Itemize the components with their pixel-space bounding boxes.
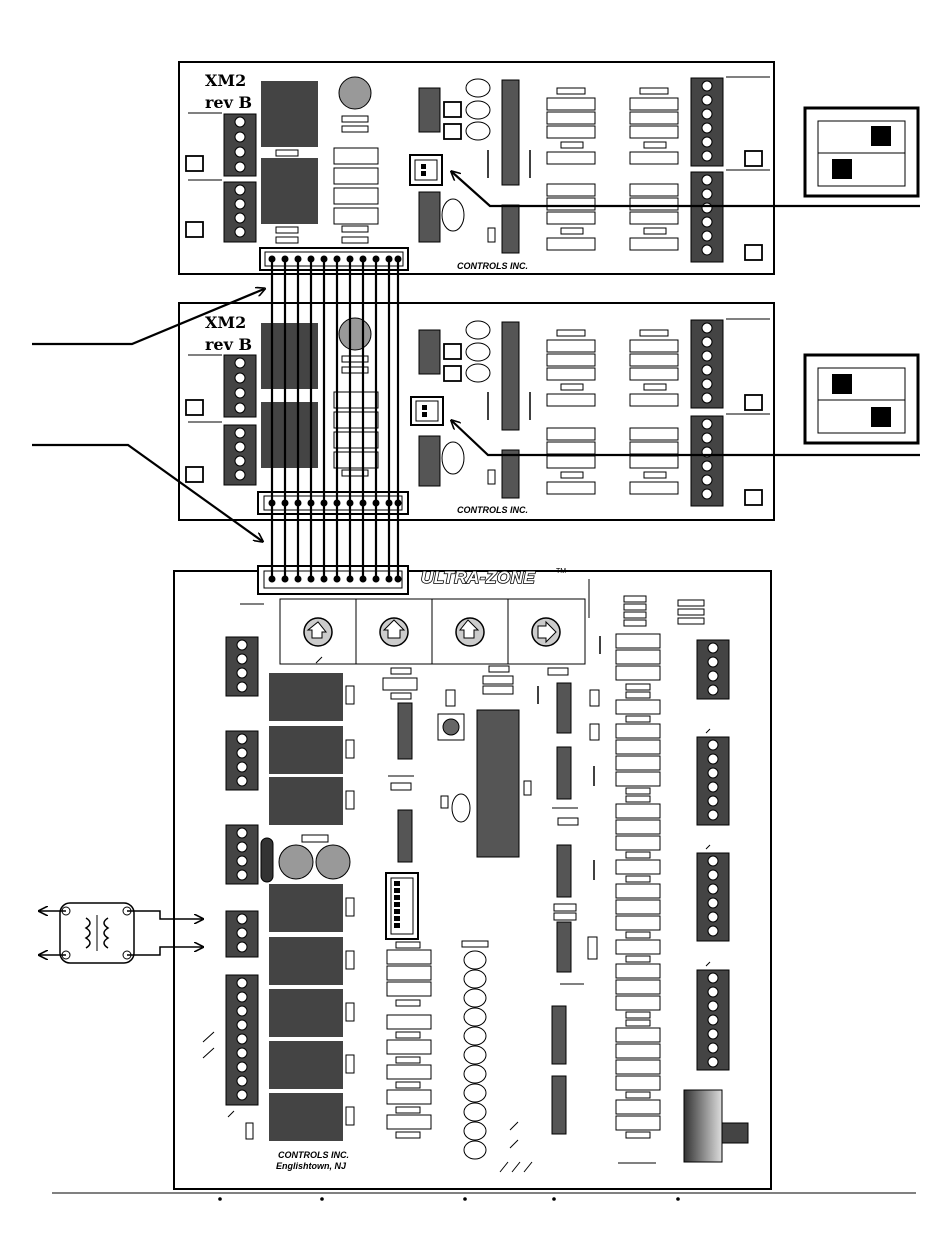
xm2-board-top: XM2 rev B CONTROLS INC. <box>179 62 774 274</box>
led-square <box>186 222 203 237</box>
board-location-label: Englishtown, NJ <box>276 1161 347 1171</box>
board-revision-label: rev B <box>205 335 252 354</box>
terminal-block <box>697 853 729 941</box>
jumper-detail-inset-middle <box>805 355 918 443</box>
led-column <box>464 951 486 1159</box>
brand-logo: ULTRA-ZONE <box>421 568 535 587</box>
terminal-block <box>226 911 258 957</box>
board-model-label: XM2 <box>205 71 246 90</box>
board-revision-label: rev B <box>205 93 252 112</box>
board-maker-label: CONTROLS INC. <box>278 1150 349 1160</box>
ultra-zone-main-board: ULTRA-ZONE TM CONTROLS INC. Englishtown,… <box>174 566 771 1189</box>
transformer <box>60 903 134 963</box>
terminal-block <box>691 416 723 506</box>
terminal-block <box>224 114 256 176</box>
terminal-block <box>697 737 729 825</box>
terminal-block <box>224 425 256 485</box>
dip-switch <box>386 873 418 939</box>
trademark-symbol: TM <box>556 568 566 575</box>
terminal-block <box>226 975 258 1105</box>
terminal-block <box>226 637 258 696</box>
capacitor <box>339 77 371 109</box>
terminal-block <box>226 731 258 790</box>
terminal-block <box>691 320 723 408</box>
terminal-block <box>697 970 729 1070</box>
terminal-block <box>691 172 723 262</box>
relay <box>261 81 318 147</box>
heatsink <box>684 1090 722 1162</box>
relay <box>261 158 318 224</box>
board-maker-label: CONTROLS INC. <box>457 261 528 271</box>
xm2-board-middle: XM2 rev B CONTROLS INC. <box>179 303 774 520</box>
board-model-label: XM2 <box>205 313 246 332</box>
terminal-block <box>697 640 729 699</box>
led-square <box>186 156 203 171</box>
terminal-block <box>224 182 256 242</box>
rotary-switch-panel <box>280 599 585 664</box>
terminal-block <box>224 355 256 417</box>
jumper-detail-inset-top <box>805 108 918 196</box>
board-maker-label: CONTROLS INC. <box>457 505 528 515</box>
footer-rule <box>52 1193 916 1201</box>
terminal-block <box>226 825 258 884</box>
terminal-block <box>691 78 723 166</box>
ribbon-connector <box>258 566 408 594</box>
